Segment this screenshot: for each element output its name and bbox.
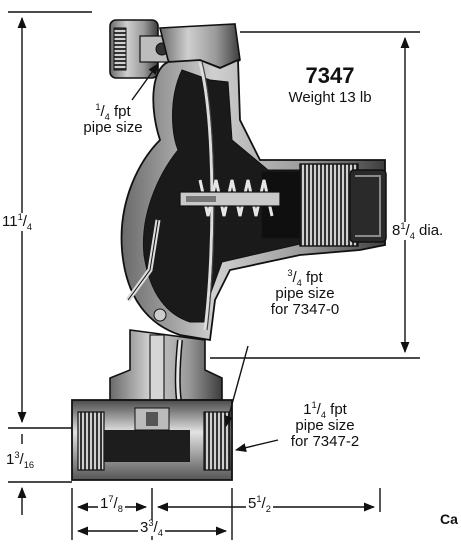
model-number: 7347 <box>305 63 355 88</box>
bottom-span-num: 3 <box>148 518 154 528</box>
quarter-pipe-leader <box>131 63 159 101</box>
bottom-span-whole: 3 <box>140 519 149 536</box>
one-quarter-pipe-num: 1 <box>311 400 317 410</box>
diameter-suffix: dia. <box>414 222 444 239</box>
three-quarter-pipe-leader <box>224 345 249 428</box>
left-inlet-whole: 1 <box>100 495 109 512</box>
diameter-whole: 8 <box>392 222 401 239</box>
one-quarter-pipe-whole: 1 <box>303 401 312 418</box>
quarter-pipe-line2: pipe size <box>83 118 143 136</box>
one-quarter-pipe-den: 4 <box>320 410 326 420</box>
right-span-num: 1 <box>256 494 262 504</box>
three-quarter-pipe-label: 3/4 fpt pipe size for 7347-0 <box>250 268 360 318</box>
three-quarter-pipe-line3: for 7347-0 <box>270 300 340 318</box>
base-dimension-label: 13/16 <box>6 450 35 470</box>
three-quarter-pipe-den: 4 <box>296 278 302 288</box>
one-quarter-pipe-label: 11/4 fpt pipe size for 7347-2 <box>270 400 380 450</box>
three-quarter-pipe-line2: pipe size <box>275 284 335 302</box>
right-span-den: 2 <box>265 504 271 514</box>
one-quarter-pipe-leader <box>234 439 279 453</box>
right-span-dimension-label: 51/2 <box>246 494 273 514</box>
spring-chamber <box>261 163 387 247</box>
quarter-pipe-label: 1/4 fpt pipe size <box>58 102 168 136</box>
bottom-span-dimension-label: 33/4 <box>138 518 165 538</box>
height-whole: 11 <box>2 213 18 230</box>
left-inlet-num: 7 <box>108 494 114 504</box>
height-num: 1 <box>17 212 23 222</box>
three-quarter-pipe-suffix: fpt <box>301 269 323 286</box>
bottom-span-den: 4 <box>157 528 163 538</box>
diameter-dimension-label: 81/4 dia. <box>392 221 444 241</box>
base-den: 16 <box>23 460 35 470</box>
left-inlet-dimension-label: 17/8 <box>98 494 125 514</box>
left-inlet-den: 8 <box>117 504 123 514</box>
base-num: 3 <box>14 450 20 460</box>
quarter-pipe-suffix: fpt <box>109 103 131 120</box>
right-span-whole: 5 <box>248 495 257 512</box>
height-den: 4 <box>26 222 33 232</box>
model-weight: Weight 13 lb <box>288 89 372 106</box>
height-dimension-label: 111/4 <box>2 212 33 232</box>
diameter-num: 1 <box>400 221 406 231</box>
base-whole: 1 <box>6 451 15 468</box>
regulator-spring <box>179 179 281 217</box>
one-quarter-pipe-line2: pipe size <box>295 416 355 434</box>
regulator-body <box>71 19 387 481</box>
three-quarter-pipe-num: 3 <box>287 268 293 278</box>
cropped-text-fragment: Ca <box>440 511 458 527</box>
one-quarter-pipe-line3: for 7347-2 <box>290 432 360 450</box>
one-quarter-pipe-suffix: fpt <box>326 401 347 418</box>
quarter-pipe-den: 4 <box>104 112 110 122</box>
diameter-den: 4 <box>409 231 415 241</box>
inlet-outlet-body <box>71 399 233 481</box>
quarter-pipe-num: 1 <box>95 102 101 112</box>
